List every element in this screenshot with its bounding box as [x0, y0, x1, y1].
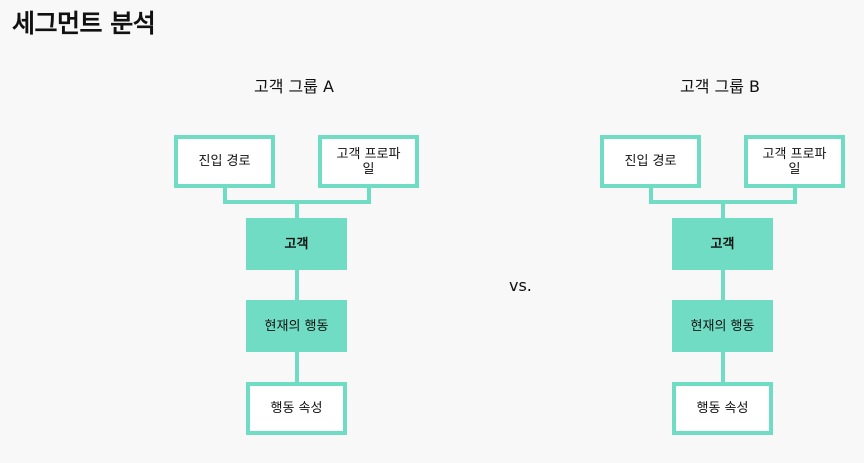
- source-customer-profile-box: 고객 프로파일: [744, 135, 845, 188]
- source-entry-path-label: 진입 경로: [624, 154, 677, 169]
- vs-label: vs.: [509, 276, 532, 295]
- source-customer-profile-label: 고객 프로파일: [336, 146, 401, 177]
- source-entry-path-label: 진입 경로: [198, 154, 251, 169]
- current-behavior-box: 현재의 행동: [672, 300, 773, 352]
- connector-right-down: [793, 184, 797, 204]
- current-behavior-box: 현재의 행동: [246, 300, 347, 352]
- behavior-attributes-box: 행동 속성: [246, 382, 347, 435]
- current-behavior-label: 현재의 행동: [690, 318, 755, 334]
- group-a-title: 고객 그룹 A: [254, 77, 334, 96]
- group-b-title: 고객 그룹 B: [680, 77, 761, 96]
- customer-core-label: 고객: [710, 236, 735, 252]
- behavior-attributes-box: 행동 속성: [672, 382, 773, 435]
- customer-core-box: 고객: [246, 218, 347, 270]
- connector-to-core: [295, 200, 299, 220]
- source-customer-profile-label: 고객 프로파일: [762, 146, 827, 177]
- current-behavior-label: 현재의 행동: [264, 318, 329, 334]
- connector-right-down: [367, 184, 371, 204]
- customer-group-a: 고객 그룹 A 진입 경로 고객 프로파일 고객 현재의 행동 행동 속성: [81, 0, 513, 463]
- source-entry-path-box: 진입 경로: [174, 135, 275, 188]
- connector-to-core: [721, 200, 725, 220]
- page-title: 세그먼트 분석: [12, 9, 156, 38]
- source-entry-path-box: 진입 경로: [600, 135, 701, 188]
- connector-core-behavior: [721, 268, 725, 302]
- connector-behavior-attributes: [295, 350, 299, 384]
- connector-core-behavior: [295, 268, 299, 302]
- behavior-attributes-label: 행동 속성: [270, 401, 323, 416]
- connector-left-down: [223, 184, 227, 204]
- customer-group-b: 고객 그룹 B 진입 경로 고객 프로파일 고객 현재의 행동 행동 속성: [507, 0, 864, 463]
- customer-core-box: 고객: [672, 218, 773, 270]
- behavior-attributes-label: 행동 속성: [696, 401, 749, 416]
- connector-left-down: [649, 184, 653, 204]
- connector-behavior-attributes: [721, 350, 725, 384]
- source-customer-profile-box: 고객 프로파일: [318, 135, 419, 188]
- customer-core-label: 고객: [284, 236, 309, 252]
